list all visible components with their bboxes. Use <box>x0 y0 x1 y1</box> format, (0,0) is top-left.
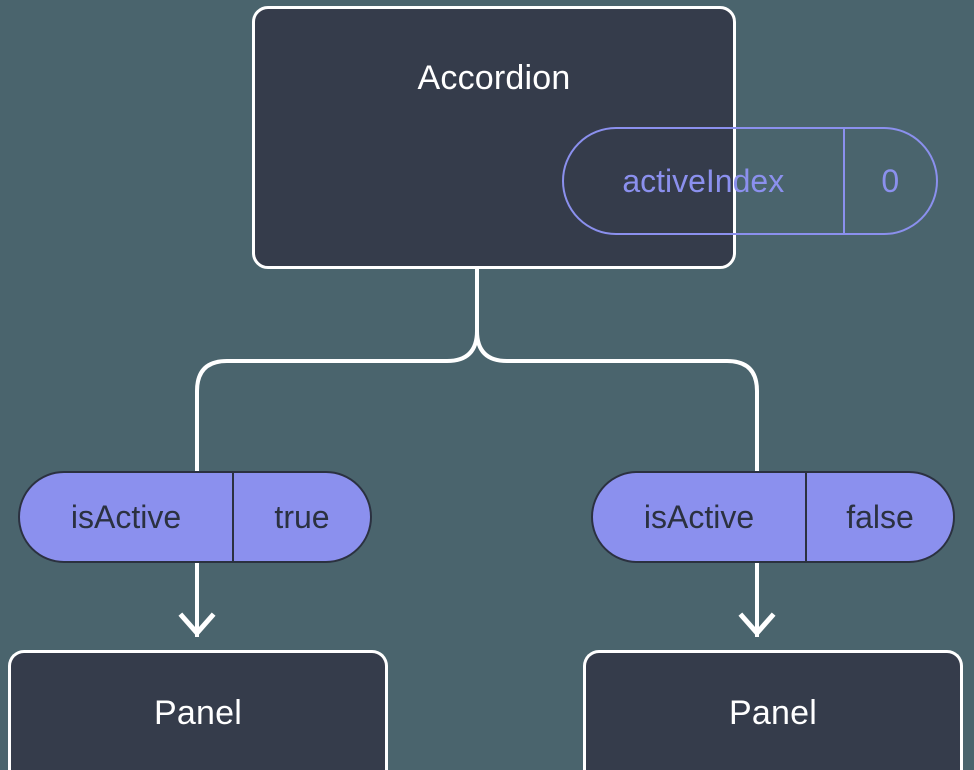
prop-badge-value: true <box>232 473 370 561</box>
prop-badge-is-active-false[interactable]: isActive false <box>591 471 955 563</box>
state-badge-active-index[interactable]: activeIndex 0 <box>562 127 938 235</box>
edge-fork-right <box>475 330 759 471</box>
node-panel-left-title: Panel <box>154 694 242 732</box>
node-accordion-title: Accordion <box>417 59 571 97</box>
state-badge-value: 0 <box>842 129 937 233</box>
prop-badge-value: false <box>805 473 953 561</box>
arrowhead-right-icon <box>738 612 776 637</box>
node-panel-left[interactable]: Panel <box>8 650 388 770</box>
prop-badge-key: isActive <box>643 498 755 535</box>
state-badge-key: activeIndex <box>622 162 785 199</box>
node-accordion[interactable]: Accordion activeIndex 0 <box>252 6 938 269</box>
prop-badge-is-active-true[interactable]: isActive true <box>18 471 372 563</box>
node-panel-right-title: Panel <box>729 694 817 732</box>
edge-fork-left <box>195 330 479 471</box>
arrowhead-left-icon <box>178 612 216 637</box>
node-panel-right[interactable]: Panel <box>583 650 963 770</box>
prop-badge-key: isActive <box>70 498 182 535</box>
